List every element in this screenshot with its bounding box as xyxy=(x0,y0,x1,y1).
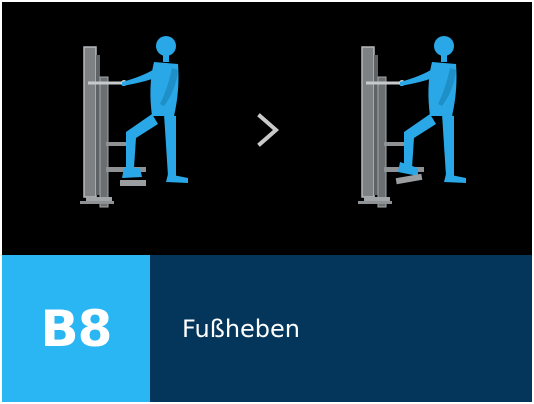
chevron-right-icon xyxy=(257,113,280,147)
foot-pad-end xyxy=(395,173,423,185)
person-start xyxy=(122,36,188,183)
foot-end xyxy=(398,162,418,176)
illustration-svg xyxy=(78,36,466,209)
person-end xyxy=(400,36,466,183)
foot-pad-start xyxy=(120,180,146,186)
exercise-name-box: Fußheben xyxy=(150,255,532,402)
exercise-footer: B8 Fußheben xyxy=(2,255,532,402)
foot-start xyxy=(122,168,142,178)
exercise-name: Fußheben xyxy=(182,314,301,343)
exercise-code: B8 xyxy=(40,299,113,358)
exercise-illustration xyxy=(2,2,532,255)
end-figure xyxy=(356,36,466,209)
exercise-code-box: B8 xyxy=(2,255,150,402)
start-figure xyxy=(78,36,188,209)
